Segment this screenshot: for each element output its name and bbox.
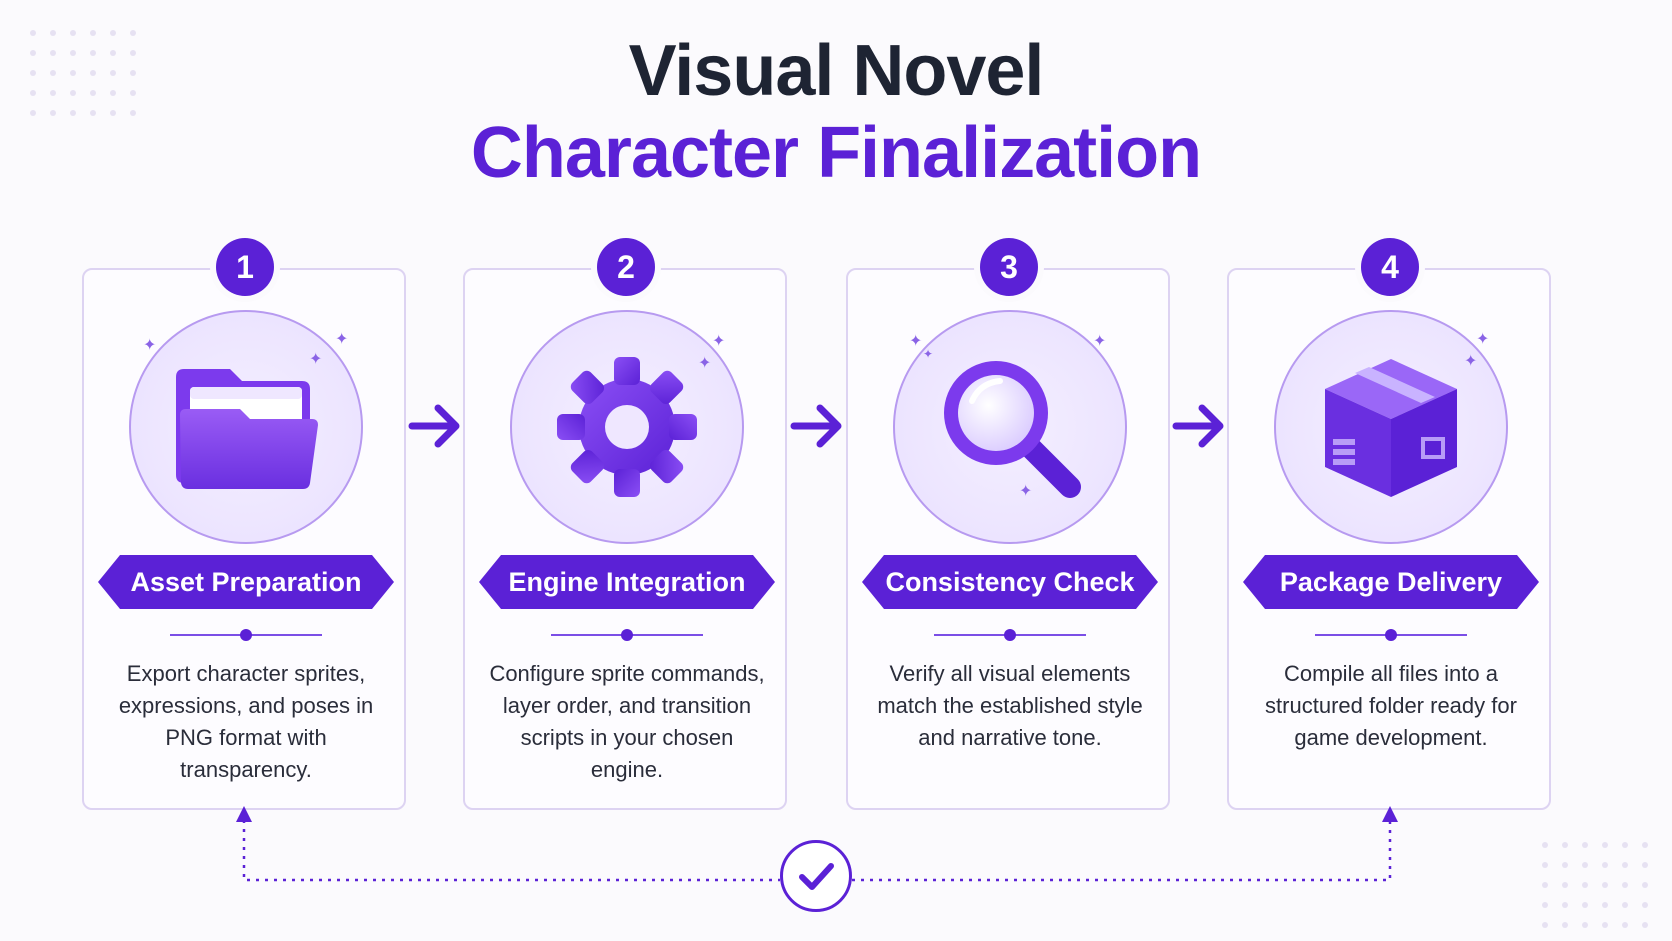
step-label: Asset Preparation bbox=[98, 555, 394, 609]
step-label: Engine Integration bbox=[479, 555, 775, 609]
step-card-asset-preparation: ✦ ✦ ✦ Asset Preparation Export character… bbox=[82, 268, 406, 810]
step-description: Verify all visual elements match the est… bbox=[877, 661, 1143, 750]
checkmark-badge bbox=[780, 840, 852, 912]
step-description: Configure sprite commands, layer order, … bbox=[489, 661, 765, 782]
magnifying-glass-icon bbox=[944, 361, 1081, 498]
decorative-dot-grid bbox=[1542, 842, 1648, 928]
step-icon-circle: ✦ ✦ ✦ bbox=[129, 310, 363, 544]
divider bbox=[551, 629, 703, 641]
step-icon-circle: ✦ ✦ ✦ ✦ bbox=[893, 310, 1127, 544]
divider bbox=[170, 629, 322, 641]
folder-icon bbox=[176, 369, 318, 489]
step-description: Export character sprites, expressions, a… bbox=[118, 661, 374, 782]
step-description: Compile all files into a structured fold… bbox=[1265, 661, 1517, 750]
step-number-badge: 2 bbox=[597, 238, 655, 296]
arrow-right-icon bbox=[1172, 404, 1224, 448]
divider bbox=[1315, 629, 1467, 641]
step-icon-circle: ✦ ✦ bbox=[510, 310, 744, 544]
divider bbox=[934, 629, 1086, 641]
step-number-badge: 4 bbox=[1361, 238, 1419, 296]
step-number-badge: 3 bbox=[980, 238, 1038, 296]
step-icon-circle: ✦ ✦ bbox=[1274, 310, 1508, 544]
page-subtitle: Character Finalization bbox=[470, 113, 1202, 193]
gear-icon bbox=[557, 357, 697, 497]
checkmark-icon bbox=[799, 863, 834, 890]
step-card-package-delivery: ✦ ✦ Package Delivery Compile all files i… bbox=[1227, 268, 1551, 810]
step-label: Package Delivery bbox=[1243, 555, 1539, 609]
page-title: Visual Novel bbox=[628, 31, 1045, 111]
step-label: Consistency Check bbox=[862, 555, 1158, 609]
package-box-icon bbox=[1325, 359, 1457, 497]
arrow-right-icon bbox=[790, 404, 842, 448]
arrow-right-icon bbox=[408, 404, 460, 448]
step-card-consistency-check: ✦ ✦ ✦ ✦ Consistency Check Verify all vis… bbox=[846, 268, 1170, 810]
step-number-badge: 1 bbox=[216, 238, 274, 296]
decorative-dot-grid bbox=[30, 30, 136, 116]
step-card-engine-integration: ✦ ✦ Engine Integration Configure sprite … bbox=[463, 268, 787, 810]
